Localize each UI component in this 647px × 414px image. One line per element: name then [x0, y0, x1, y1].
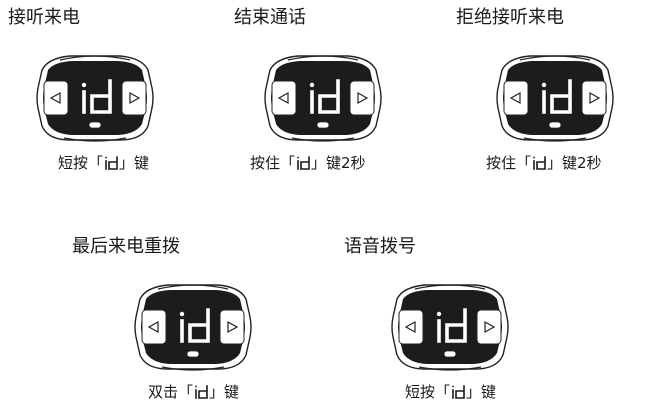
left-arrow-icon [404, 320, 416, 334]
left-button [398, 309, 424, 345]
panel-title: 拒绝接听来电 [456, 7, 564, 28]
led-indicator [316, 121, 330, 129]
right-arrow-icon [129, 91, 141, 105]
left-arrow-icon [277, 91, 289, 105]
right-button [581, 80, 607, 116]
right-arrow-icon [484, 320, 496, 334]
led-indicator [88, 121, 102, 129]
function-panel: 拒绝接听来电 按住「 」键2秒 [0, 0, 647, 185]
device-illustration [391, 284, 509, 371]
right-arrow-icon [357, 91, 369, 105]
right-arrow-icon [589, 91, 601, 105]
caption-prefix: 双击「 [148, 383, 194, 401]
panel-title: 接听来电 [8, 7, 80, 28]
id-logo-icon [541, 79, 572, 114]
left-arrow-icon [509, 91, 521, 105]
caption-suffix: 」键 [119, 154, 150, 172]
function-panel: 接听来电 短按「 」键 [0, 0, 647, 185]
left-button [503, 80, 529, 116]
id-icon [195, 385, 208, 399]
id-icon [297, 156, 310, 170]
caption-suffix: 」键 [466, 383, 497, 401]
panel-title: 语音拨号 [344, 236, 416, 257]
caption-prefix: 按住「 [250, 154, 296, 172]
device-illustration [496, 55, 614, 142]
device-illustration [134, 284, 252, 371]
id-logo-icon [436, 308, 467, 343]
led-indicator [443, 350, 457, 358]
right-button [121, 80, 147, 116]
function-panel: 最后来电重拨 双击「 」键 [0, 229, 647, 414]
caption-suffix: 」键2秒 [311, 154, 366, 172]
panel-caption: 按住「 」键2秒 [486, 153, 602, 173]
device-illustration [264, 55, 382, 142]
id-icon [452, 385, 465, 399]
id-logo-icon [309, 79, 340, 114]
caption-prefix: 短按「 [405, 383, 451, 401]
right-arrow-icon [227, 320, 239, 334]
function-panel: 结束通话 按住「 」键2秒 [0, 0, 647, 185]
id-logo-icon [179, 308, 210, 343]
function-panel: 语音拨号 短按「 」键 [0, 229, 647, 414]
panel-title: 结束通话 [234, 7, 306, 28]
left-arrow-icon [147, 320, 159, 334]
left-button [141, 309, 167, 345]
caption-prefix: 短按「 [58, 154, 104, 172]
device-illustration [36, 55, 154, 142]
right-button [349, 80, 375, 116]
led-indicator [186, 350, 200, 358]
right-button [219, 309, 245, 345]
caption-suffix: 」键 [209, 383, 240, 401]
panel-caption: 按住「 」键2秒 [250, 153, 366, 173]
caption-prefix: 按住「 [486, 154, 532, 172]
id-icon [105, 156, 118, 170]
panel-caption: 短按「 」键 [405, 382, 496, 402]
panel-title: 最后来电重拨 [72, 236, 180, 257]
left-button [43, 80, 69, 116]
caption-suffix: 」键2秒 [547, 154, 602, 172]
id-icon [533, 156, 546, 170]
left-arrow-icon [49, 91, 61, 105]
left-button [271, 80, 297, 116]
panel-caption: 双击「 」键 [148, 382, 239, 402]
id-logo-icon [81, 79, 112, 114]
led-indicator [548, 121, 562, 129]
panel-caption: 短按「 」键 [58, 153, 149, 173]
right-button [476, 309, 502, 345]
